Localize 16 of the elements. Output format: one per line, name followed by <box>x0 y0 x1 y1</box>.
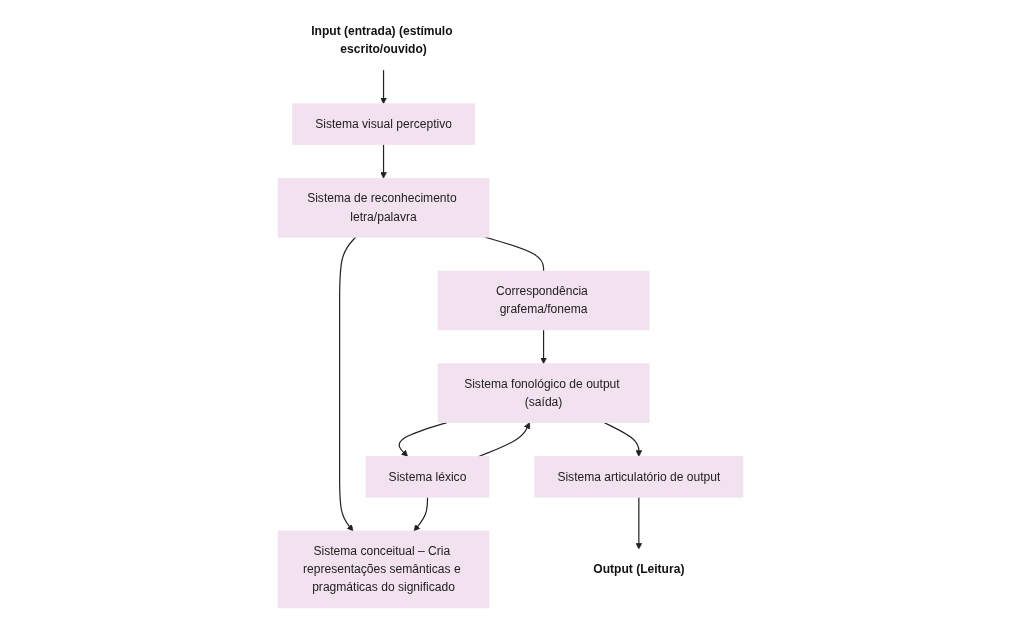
node-box: Sistema articulatório de output <box>533 456 743 498</box>
arrow <box>539 329 547 365</box>
arrow <box>338 236 356 532</box>
node-box: Correspondência grafema/fonema <box>437 270 649 331</box>
node-box: Sistema visual perceptivo <box>291 103 475 145</box>
node-text: Input (entrada) (estímulo escrito/ouvido) <box>310 24 453 56</box>
arrow <box>635 496 642 550</box>
node-box: Sistema de reconhecimento letra/palavra <box>277 177 489 238</box>
arrow <box>379 143 387 179</box>
node-box: Sistema léxico <box>365 456 489 498</box>
arrow <box>413 496 428 532</box>
arrow <box>398 421 447 457</box>
node-box: Sistema conceitual – Cria representações semânticas e pragmáticas do significado <box>277 530 489 609</box>
node-box: Sistema fonológico de output (saída) <box>437 363 649 423</box>
arrow <box>379 69 387 105</box>
node-text: Output (Leitura) <box>592 562 684 576</box>
